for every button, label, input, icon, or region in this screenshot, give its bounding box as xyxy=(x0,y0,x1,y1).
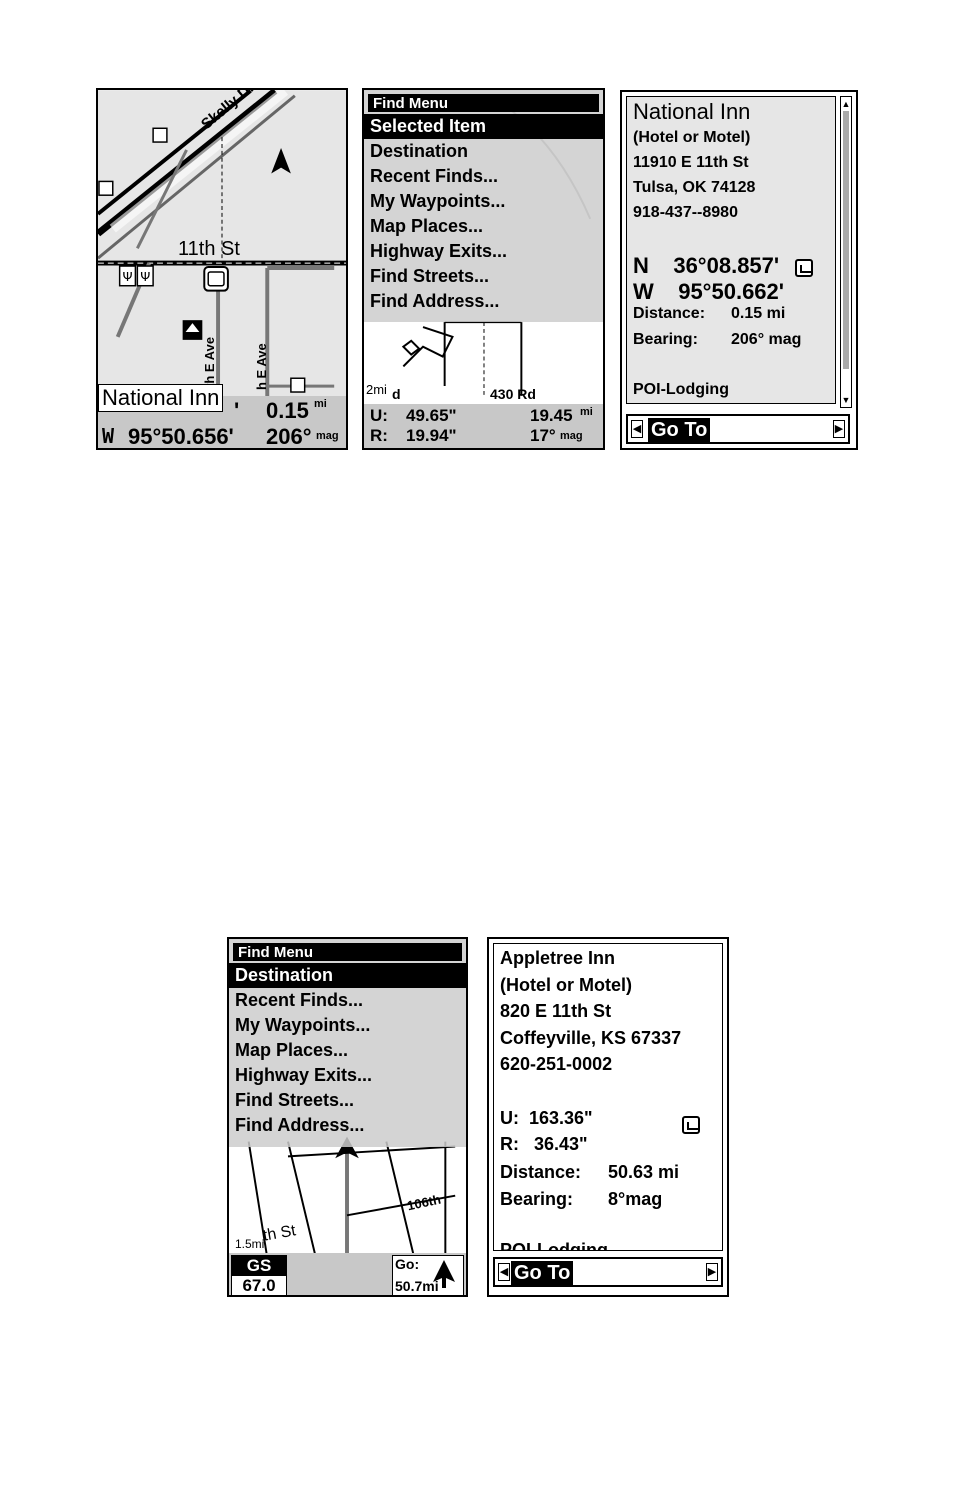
find-menu: Find Menu Selected Item Destination Rece… xyxy=(364,90,603,322)
bearing-label-2: Bearing: xyxy=(500,1189,574,1209)
r-line: R: 36.43" xyxy=(500,1134,588,1154)
lon-value: 95°50.656' xyxy=(128,424,234,449)
chevron-left-icon[interactable]: ◀ xyxy=(631,420,643,438)
gs-value: 67.0 xyxy=(242,1276,276,1295)
poi-street: 11910 E 11th St xyxy=(633,154,749,171)
bearing-value-2: 17° xyxy=(530,426,556,445)
poi-category: POI-Lodging xyxy=(633,381,729,398)
poi-street-2: 820 E 11th St xyxy=(500,1001,612,1021)
bearing-unit: mag xyxy=(316,430,339,442)
poi-phone-2: 620-251-0002 xyxy=(500,1054,613,1074)
scroll-up-icon[interactable]: ▲ xyxy=(841,99,851,109)
bearing-value-5: 8°mag xyxy=(608,1189,663,1209)
road-label-430: 430 Rd xyxy=(490,386,536,402)
poi-detail-appletree-inn: Appletree Inn (Hotel or Motel) 820 E 11t… xyxy=(487,937,729,1297)
menu-item-highway-exits[interactable]: Highway Exits... xyxy=(370,241,508,261)
chevron-left-icon-2[interactable]: ◀ xyxy=(498,1263,510,1281)
u-line: U: 163.36" xyxy=(500,1108,593,1128)
poi-city: Tulsa, OK 74128 xyxy=(633,179,756,196)
scrollbar[interactable]: ▲ ▼ xyxy=(840,96,852,408)
goto-row[interactable]: ◀ Go To ▶ xyxy=(626,414,850,444)
menu-item-find-address[interactable]: Find Address... xyxy=(370,291,500,311)
go-value: 50.7mi xyxy=(395,1278,439,1294)
poi-city-2: Coffeyville, KS 67337 xyxy=(500,1028,682,1048)
menu-item-my-waypoints[interactable]: My Waypoints... xyxy=(370,191,506,211)
bearing-value-3: 206° mag xyxy=(731,331,802,348)
u-value: 49.65" xyxy=(406,406,457,425)
chevron-right-icon-2[interactable]: ▶ xyxy=(706,1263,718,1281)
poi-name: National Inn xyxy=(633,99,751,124)
distance-unit-2: mi xyxy=(580,406,593,418)
find-menu-screen-2: Find Menu Destination Recent Finds... My… xyxy=(227,937,468,1297)
menu-item-my-waypoints-2[interactable]: My Waypoints... xyxy=(235,1015,371,1035)
menu-item-selected-item[interactable]: Selected Item xyxy=(364,114,603,139)
poi-longitude: W 95°50.662' xyxy=(633,279,785,304)
chevron-right-icon[interactable]: ▶ xyxy=(833,420,845,438)
find-menu-2: Find Menu Destination Recent Finds... My… xyxy=(229,939,466,1147)
menu-item-recent-finds[interactable]: Recent Finds... xyxy=(370,166,499,186)
distance-label: Distance: xyxy=(633,305,706,322)
find-menu-title-2: Find Menu xyxy=(233,943,462,961)
r-label: R: xyxy=(370,426,388,445)
map-d-label: d xyxy=(392,386,401,402)
poi-latitude: N 36°08.857' xyxy=(633,253,780,278)
goto-button[interactable]: Go To xyxy=(648,418,711,442)
menu-item-destination[interactable]: Destination xyxy=(370,141,469,161)
street-label-11th: 11th St xyxy=(178,238,240,260)
u-label: U: xyxy=(370,406,388,425)
poi-type-2: (Hotel or Motel) xyxy=(500,975,632,995)
poi-detail-national-inn: National Inn (Hotel or Motel) 11910 E 11… xyxy=(620,90,858,450)
menu-item-destination-2[interactable]: Destination xyxy=(229,963,466,988)
hotel-icon xyxy=(795,259,813,277)
menu-item-find-streets-2[interactable]: Find Streets... xyxy=(235,1090,355,1110)
scroll-thumb[interactable] xyxy=(843,111,849,369)
bearing-value: 206° xyxy=(266,424,312,449)
gs-box: GS 67.0 xyxy=(231,1255,287,1295)
bearing-label: Bearing: xyxy=(633,331,698,348)
distance-value-2: 19.45 xyxy=(530,406,573,425)
menu-item-find-address-2[interactable]: Find Address... xyxy=(235,1115,365,1135)
gs-label: GS xyxy=(232,1256,286,1276)
distance-value-5: 50.63 mi xyxy=(608,1162,680,1182)
ave-label-1: th E Ave xyxy=(202,336,217,388)
map-scale: 2mi xyxy=(366,382,387,397)
go-label: Go: xyxy=(395,1256,420,1272)
svg-text:Ψ: Ψ xyxy=(140,270,150,285)
status-bar-2: U: 49.65" 19.45 mi R: 19.94" 17° mag xyxy=(364,404,603,448)
poi-category-2: POI-Lodging xyxy=(500,1240,608,1251)
scroll-down-icon[interactable]: ▼ xyxy=(841,395,851,405)
distance-value: 0.15 xyxy=(266,398,309,423)
r-value: 19.94" xyxy=(406,426,457,445)
distance-label-2: Distance: xyxy=(500,1162,582,1182)
svg-text:Ψ: Ψ xyxy=(122,270,132,285)
find-menu-screen-1: Find Menu Selected Item Destination Rece… xyxy=(362,88,605,450)
map-screen-national-inn: Ψ Ψ Skelly Dr 11th St th E Ave h E Ave '… xyxy=(96,88,348,450)
go-box: Go: 50.7mi xyxy=(392,1255,464,1295)
lon-prefix: W xyxy=(102,424,115,448)
map-scale-2: 1.5mi xyxy=(235,1237,265,1251)
direction-arrow-icon xyxy=(433,1260,455,1288)
status-bar-4: GS 67.0 Go: 50.7mi xyxy=(229,1253,466,1295)
goto-button-2[interactable]: Go To xyxy=(511,1261,574,1285)
distance-value-3: 0.15 mi xyxy=(731,305,786,322)
menu-item-find-streets[interactable]: Find Streets... xyxy=(370,266,490,286)
lat-partial: ' xyxy=(234,398,240,423)
poi-phone: 918-437--8980 xyxy=(633,204,738,221)
goto-row-2[interactable]: ◀ Go To ▶ xyxy=(493,1257,723,1287)
distance-unit: mi xyxy=(314,398,327,410)
find-menu-title: Find Menu xyxy=(368,94,599,112)
menu-item-map-places-2[interactable]: Map Places... xyxy=(235,1040,349,1060)
ave-label-2: h E Ave xyxy=(254,343,269,390)
poi-type: (Hotel or Motel) xyxy=(633,129,751,146)
hotel-icon-2 xyxy=(682,1116,700,1134)
popup-label: National Inn xyxy=(98,384,224,412)
poi-name-2: Appletree Inn xyxy=(500,948,616,968)
menu-item-highway-exits-2[interactable]: Highway Exits... xyxy=(235,1065,373,1085)
bearing-unit-2: mag xyxy=(560,430,583,442)
menu-item-recent-finds-2[interactable]: Recent Finds... xyxy=(235,990,364,1010)
menu-item-map-places[interactable]: Map Places... xyxy=(370,216,484,236)
